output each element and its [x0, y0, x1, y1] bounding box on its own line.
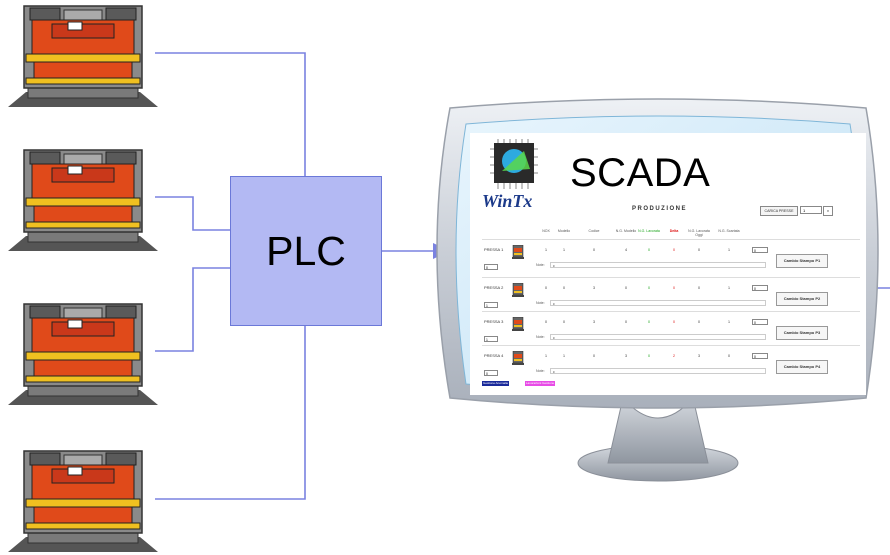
press-name: PRESSA 1 — [484, 247, 504, 252]
footer-tab-anomalie[interactable]: Gestione Anomalie — [482, 381, 510, 386]
connector-press-4 — [155, 326, 306, 500]
note-label: Note: — [536, 369, 545, 373]
press-small-input[interactable]: 1 — [484, 336, 498, 342]
press-thumbnail-icon — [512, 351, 524, 365]
plc-box: PLC — [230, 176, 382, 326]
note-label: Note: — [536, 263, 545, 267]
note-label: Note: — [536, 301, 545, 305]
cambio-stampo-button[interactable]: Cambio Stampo P1 — [776, 254, 828, 268]
press-machine-icon — [8, 303, 158, 405]
cell-codice: 3 — [593, 320, 595, 324]
cell-modello: 0 — [563, 320, 565, 324]
cell-lavorata: 0 — [648, 354, 650, 358]
connector-press-3 — [155, 267, 230, 352]
connector-press-1 — [155, 52, 306, 176]
wintx-logo-icon: WinTx — [482, 139, 538, 211]
scada-screen: WinTx SCADA PRODUZIONE CARICA PRESSE 1 v… — [470, 133, 866, 395]
column-header-modello: Modello — [557, 229, 571, 233]
press-small-input[interactable]: 0 — [484, 264, 498, 270]
cell-lavorata_oggi: 3 — [698, 354, 700, 358]
cell-modello: 1 — [563, 248, 565, 252]
row-divider — [482, 277, 860, 278]
cell-modello: 0 — [563, 286, 565, 290]
column-header-modello_q: N.G. Modello — [615, 229, 637, 233]
cell-nox: 1 — [545, 354, 547, 358]
cell-modello: 1 — [563, 354, 565, 358]
press-thumbnail-icon — [512, 317, 524, 331]
column-header-lavorata_oggi: N.G. Lavorata Oggi — [688, 229, 710, 237]
cell-lavorata: 0 — [648, 320, 650, 324]
cell-nox: 0 — [545, 286, 547, 290]
press-name: PRESSA 4 — [484, 353, 504, 358]
press-machine-icon — [8, 5, 158, 107]
note-field[interactable]: c — [550, 300, 766, 306]
quantity-input[interactable]: 0 — [752, 353, 768, 359]
carica-presse-select[interactable]: v — [823, 206, 833, 216]
cell-lavorata: 0 — [648, 286, 650, 290]
quantity-input[interactable]: 0 — [752, 319, 768, 325]
cell-modello_q: 3 — [625, 354, 627, 358]
column-header-delta: Delta — [669, 229, 679, 233]
press-small-input[interactable]: 0 — [484, 370, 498, 376]
cell-nox: 0 — [545, 320, 547, 324]
cell-modello_q: 0 — [625, 320, 627, 324]
cambio-stampo-button[interactable]: Cambio Stampo P3 — [776, 326, 828, 340]
footer-tab-lavorazioni[interactable]: Lavorazioni Gestione — [525, 381, 556, 386]
cell-scartata: 1 — [728, 286, 730, 290]
cell-lavorata: 0 — [648, 248, 650, 252]
cell-codice: 0 — [593, 354, 595, 358]
column-header-codice: Codice — [588, 229, 600, 233]
column-header-nox: NOX — [542, 229, 550, 233]
carica-presse-input[interactable]: 1 — [800, 206, 822, 214]
cell-lavorata_oggi: 0 — [698, 320, 700, 324]
cell-scartata: 1 — [728, 248, 730, 252]
column-header-lavorata: N.G. Lavorata — [638, 229, 660, 233]
logo-text: WinTx — [482, 191, 532, 211]
scada-title: SCADA — [570, 151, 711, 195]
press-thumbnail-icon — [512, 245, 524, 259]
cell-delta: 0 — [673, 286, 675, 290]
cell-delta: 2 — [673, 354, 675, 358]
note-field[interactable]: c — [550, 334, 766, 340]
column-header-scartata: N.G. Scartata — [718, 229, 740, 233]
press-small-input[interactable]: 1 — [484, 302, 498, 308]
cell-delta: 0 — [673, 320, 675, 324]
press-name: PRESSA 3 — [484, 319, 504, 324]
cell-scartata: 0 — [728, 354, 730, 358]
cell-codice: 3 — [593, 286, 595, 290]
row-divider — [482, 311, 860, 312]
cell-delta: 0 — [673, 248, 675, 252]
connector-press-2 — [155, 196, 230, 231]
cambio-stampo-button[interactable]: Cambio Stampo P4 — [776, 360, 828, 374]
cell-modello_q: 4 — [625, 248, 627, 252]
cell-codice: 0 — [593, 248, 595, 252]
cell-modello_q: 0 — [625, 286, 627, 290]
press-machine-icon — [8, 149, 158, 251]
carica-presse-button[interactable]: CARICA PRESSE — [760, 206, 798, 216]
note-label: Note: — [536, 335, 545, 339]
quantity-input[interactable]: 0 — [752, 285, 768, 291]
press-name: PRESSA 2 — [484, 285, 504, 290]
press-thumbnail-icon — [512, 283, 524, 297]
cell-scartata: 1 — [728, 320, 730, 324]
note-field[interactable]: c — [550, 262, 766, 268]
note-field[interactable]: c — [550, 368, 766, 374]
plc-label: PLC — [266, 227, 346, 274]
press-machine-icon — [8, 450, 158, 552]
row-divider — [482, 345, 860, 346]
cell-lavorata_oggi: 0 — [698, 286, 700, 290]
cambio-stampo-button[interactable]: Cambio Stampo P2 — [776, 292, 828, 306]
production-title: PRODUZIONE — [632, 206, 688, 212]
cell-nox: 1 — [545, 248, 547, 252]
cell-lavorata_oggi: 0 — [698, 248, 700, 252]
row-divider — [482, 239, 860, 240]
quantity-input[interactable]: 0 — [752, 247, 768, 253]
